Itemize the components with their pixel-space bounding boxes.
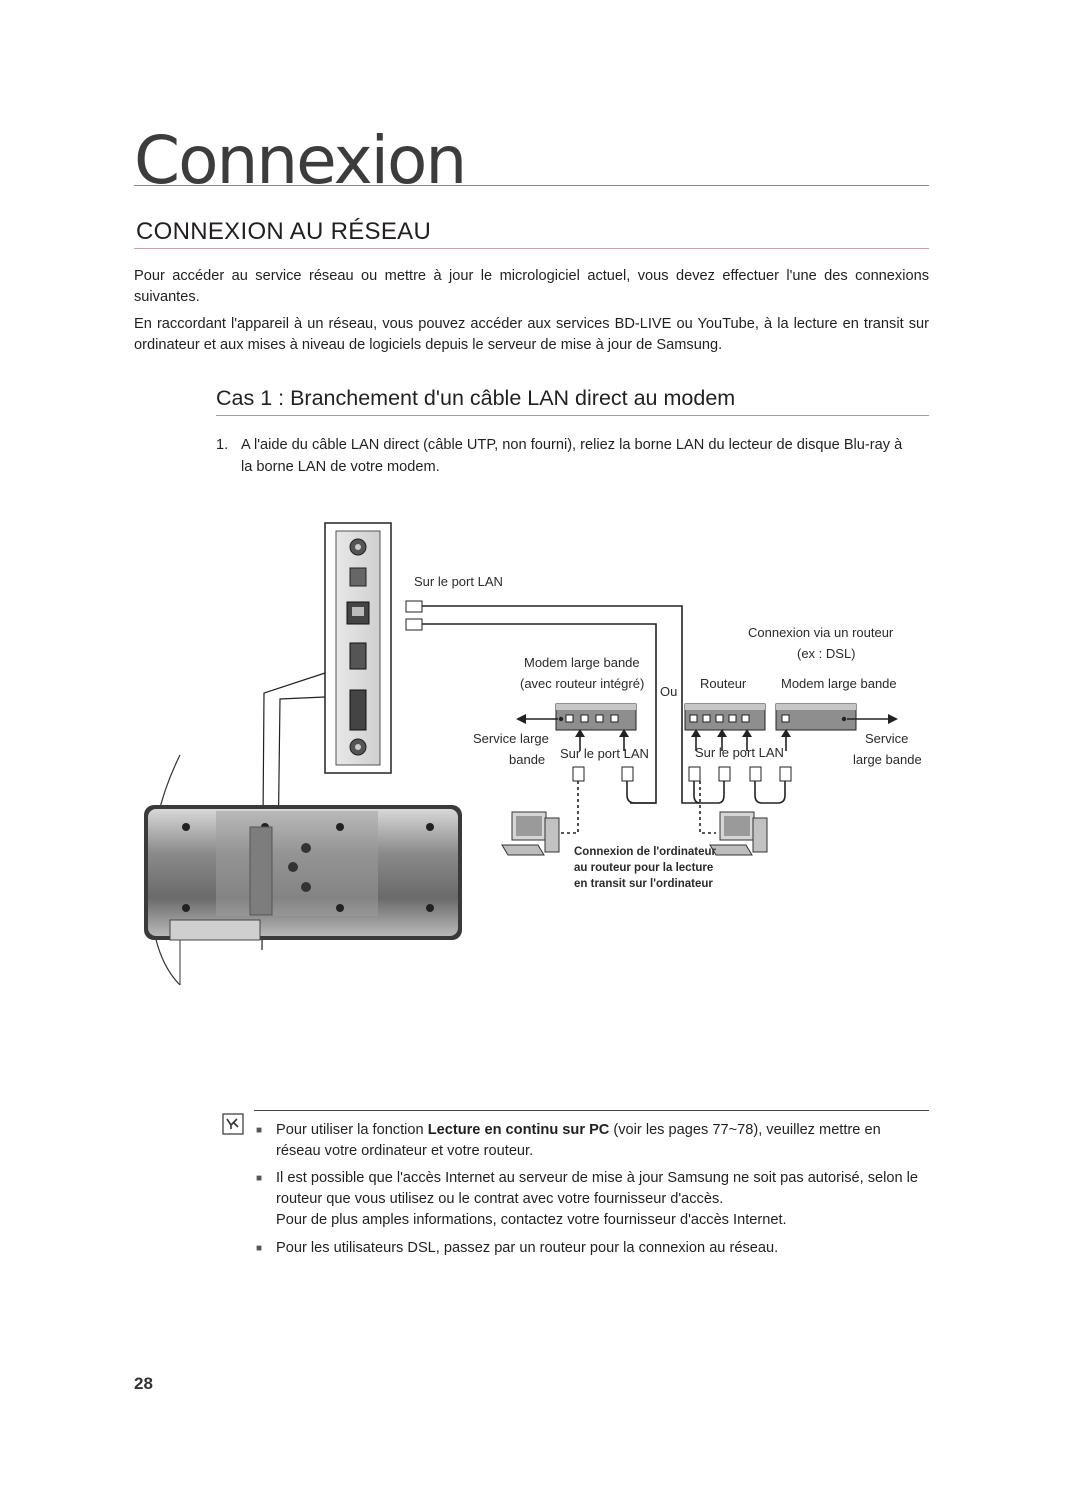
label-bande: bande bbox=[509, 752, 545, 767]
label-service-large: Service large bbox=[473, 731, 549, 746]
note-1-pre: Pour utiliser la fonction bbox=[276, 1122, 428, 1138]
label-lan-port-right: Sur le port LAN bbox=[695, 745, 784, 760]
bullet-icon: ■ bbox=[256, 1125, 263, 1136]
label-or: Ou bbox=[660, 684, 677, 699]
bullet-icon: ■ bbox=[256, 1243, 263, 1254]
note-1-bold: Lecture en continu sur PC bbox=[427, 1122, 610, 1138]
computer-icon bbox=[709, 811, 768, 856]
chapter-title: Connexion bbox=[134, 122, 467, 199]
bullet-icon: ■ bbox=[256, 1173, 263, 1184]
label-pc-caption-1: Connexion de l'ordinateur bbox=[574, 846, 717, 858]
intro-paragraph-1: Pour accéder au service réseau ou mettre… bbox=[134, 268, 929, 305]
case-title: Cas 1 : Branchement d'un câble LAN direc… bbox=[216, 386, 736, 410]
broadband-modem bbox=[775, 703, 898, 751]
label-integrated-router: (avec routeur intégré) bbox=[520, 676, 644, 691]
connection-diagram: Sur le port LAN Connexion via un routeur… bbox=[144, 522, 922, 986]
note-3-text: Pour les utilisateurs DSL, passez par un… bbox=[276, 1240, 779, 1256]
router bbox=[684, 703, 766, 751]
section-title: CONNEXION AU RÉSEAU bbox=[136, 218, 432, 245]
label-large-bande: large bande bbox=[853, 752, 922, 767]
label-lan-port-left: Sur le port LAN bbox=[560, 746, 649, 761]
label-pc-caption-3: en transit sur l'ordinateur bbox=[574, 878, 713, 890]
lan-cables bbox=[405, 600, 700, 804]
pc-dotted-links bbox=[560, 781, 716, 834]
label-modem-2: Modem large bande bbox=[781, 676, 897, 691]
label-lan-port-top: Sur le port LAN bbox=[414, 574, 503, 589]
note-icon bbox=[222, 1113, 244, 1135]
player-body bbox=[144, 754, 462, 986]
page-number: 28 bbox=[134, 1374, 153, 1393]
note-2: ■ Il est possible que l'accès Internet a… bbox=[256, 1168, 928, 1210]
note-2b-text: Pour de plus amples informations, contac… bbox=[276, 1212, 787, 1228]
label-service: Service bbox=[865, 731, 908, 746]
label-ex-dsl: (ex : DSL) bbox=[797, 646, 856, 661]
notes-divider bbox=[254, 1110, 929, 1111]
label-pc-caption-2: au routeur pour la lecture bbox=[574, 862, 713, 874]
label-router-connection: Connexion via un routeur bbox=[748, 625, 894, 640]
label-router: Routeur bbox=[700, 676, 747, 691]
computer-icon bbox=[501, 811, 560, 856]
label-modem-1: Modem large bande bbox=[524, 655, 640, 670]
note-1: ■ Pour utiliser la fonction Lecture en c… bbox=[256, 1120, 928, 1162]
step-text: A l'aide du câble LAN direct (câble UTP,… bbox=[241, 437, 903, 475]
intro-paragraph-2: En raccordant l'appareil à un réseau, vo… bbox=[134, 316, 929, 353]
step-number: 1. bbox=[216, 437, 229, 453]
chapter-divider bbox=[134, 185, 929, 186]
section-divider bbox=[134, 248, 929, 249]
player-back-panel-zoom bbox=[261, 522, 392, 951]
case-divider bbox=[216, 415, 929, 416]
modem-with-router bbox=[516, 703, 637, 751]
note-2-text: Il est possible que l'accès Internet au … bbox=[276, 1170, 919, 1207]
note-1-post: (voir les pages 77~78), veuillez mettre … bbox=[276, 1122, 881, 1159]
